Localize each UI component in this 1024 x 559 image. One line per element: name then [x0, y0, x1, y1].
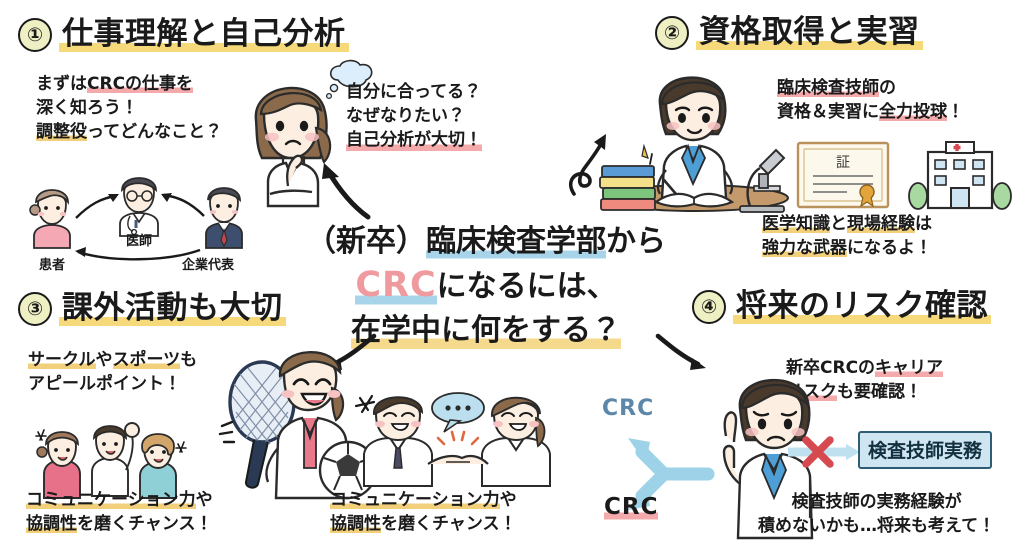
- thought-bubble-icon: [320, 58, 380, 104]
- s3-top-l1c: スポーツ: [112, 350, 181, 370]
- s2-top-l1a: 臨床検査技師: [777, 78, 879, 98]
- s3-cap2-l2b: を磨くチャンス！: [381, 514, 517, 535]
- s4-top-l2b: も要確認！: [837, 382, 922, 403]
- s2-top-l1b: の: [879, 78, 896, 98]
- sporty-student-illustration: [212, 348, 382, 500]
- section-2-heading: ② 資格取得と実習: [655, 16, 923, 51]
- stakeholder-diagram: [20, 168, 260, 261]
- branch-label-upper: CRC: [602, 396, 655, 421]
- s3-cap-l1: コミュニケーション力: [26, 490, 196, 510]
- s3-cap2-l1t: や: [499, 490, 517, 510]
- blocked-path-arrow: [786, 436, 860, 470]
- cheering-group-illustration: [35, 410, 187, 500]
- section-3-right-caption: コミュニケーション力や 協調性を磨くチャンス！: [330, 488, 517, 536]
- label-company-rep: 企業代表: [181, 258, 234, 273]
- section-4-bottom-copy: 検査技師の実務経験が 積めないかも…将来も考えて！: [758, 490, 995, 538]
- growth-arrow-icon: [564, 132, 612, 200]
- handshake-pair-illustration: [358, 392, 558, 488]
- section-2-number: ②: [655, 16, 689, 51]
- svg-text:証: 証: [836, 155, 850, 171]
- label-doctor: 医師: [125, 234, 152, 249]
- center-title: （新卒）臨床検査学部から CRCになるには、 在学中に何をする？: [306, 222, 666, 350]
- pointing-student-illustration: [690, 358, 850, 540]
- section-4-heading: ④ 将来のリスク確認: [692, 290, 991, 325]
- doctor-figure: [119, 177, 159, 237]
- thinking-student-illustration: [228, 66, 358, 208]
- section-1-number: ①: [18, 18, 52, 53]
- s1-copy-l1a: まずは: [36, 74, 87, 94]
- arrow-to-student-1: [306, 155, 376, 225]
- center-paren: （新卒）: [306, 224, 426, 259]
- s1-copy-l3b: ってどんなこと？: [87, 122, 223, 143]
- s2-top-l2b: 全力投球: [879, 102, 947, 123]
- s3-cap-l1t: や: [195, 490, 213, 510]
- section-1-heading: ① 仕事理解と自己分析: [18, 18, 349, 53]
- s1-copy-l2: 深く知ろう！: [36, 98, 138, 119]
- section-4-title: 将来のリスク確認: [733, 290, 991, 325]
- label-patient: 患者: [38, 258, 65, 273]
- hospital-icon: [908, 136, 1012, 212]
- s3-top-l2: アピールポイント！: [28, 374, 181, 395]
- microscope-icon: [739, 148, 786, 213]
- s2-top-l2a: 資格＆実習に: [777, 102, 879, 123]
- s2-bot-l1c: 現場経験: [847, 214, 915, 234]
- center-highlight: 臨床検査学部: [426, 224, 606, 259]
- s3-cap2-l1: コミュニケーション力: [330, 490, 500, 510]
- s1-copy-l3a: 調整役: [36, 122, 87, 143]
- s3-top-l1d: も: [180, 350, 198, 370]
- s1-thought-l3: 自己分析が大切！: [346, 128, 482, 153]
- section-1-title: 仕事理解と自己分析: [59, 18, 349, 53]
- s3-top-l1a: サークル: [28, 350, 96, 370]
- center-crc: CRC: [355, 265, 437, 305]
- section-3-number: ③: [18, 292, 52, 327]
- section-3-top-copy: サークルやスポーツも アピールポイント！: [28, 348, 197, 396]
- section-1-thought-copy: 自分に合ってる？ なぜなりたい？ 自己分析が大切！: [346, 80, 482, 153]
- speech-bubble-icon: [431, 392, 485, 433]
- s3-cap2-l2a: 協調性: [330, 514, 381, 535]
- s2-bot-l1b: と: [830, 214, 847, 234]
- s2-bot-l2a: 強力な武器: [762, 238, 847, 259]
- center-crc-tail: になるには、: [436, 269, 617, 304]
- section-2-title: 資格取得と実習: [696, 16, 923, 51]
- tennis-racket-icon: [228, 360, 296, 489]
- s2-bot-l1d: は: [915, 214, 932, 234]
- book-stack-icon: [599, 165, 656, 211]
- certificate-icon: 証: [795, 140, 891, 210]
- section-3-heading: ③ 課外活動も大切: [18, 292, 286, 327]
- patient-figure: [29, 189, 71, 249]
- s2-bot-l1a: 医学知識: [762, 214, 830, 234]
- section-4-number: ④: [692, 290, 726, 325]
- center-line3: 在学中に何をする？: [351, 310, 621, 350]
- section-3-title: 課外活動も大切: [59, 292, 286, 327]
- s2-top-l2c: ！: [947, 102, 964, 123]
- studying-student-illustration: [599, 62, 790, 213]
- s2-bot-l2b: になるよ！: [847, 238, 932, 259]
- section-2-bottom-copy: 医学知識と現場経験は 強力な武器になるよ！: [762, 212, 932, 260]
- s1-copy-l1b: CRCの仕事を: [87, 74, 194, 94]
- s1-thought-l2: なぜなりたい？: [346, 106, 465, 127]
- s4-top-l1a: 新卒CRCの: [786, 358, 876, 378]
- company-rep-figure: [205, 187, 243, 249]
- s3-cap-l2b: を磨くチャンス！: [77, 514, 213, 535]
- s4-bot-l1: 検査技師の実務経験が: [791, 492, 962, 512]
- center-tail: から: [606, 224, 666, 259]
- s3-cap-l2a: 協調性: [26, 514, 77, 535]
- section-3-left-caption: コミュニケーション力や 協調性を磨くチャンス！: [26, 488, 213, 536]
- arrow-to-section-4: [652, 330, 714, 372]
- section-1-left-copy: まずはCRCの仕事を 深く知ろう！ 調整役ってどんなこと？: [36, 72, 222, 144]
- branch-label-lower: CRC: [604, 494, 659, 520]
- s1-thought-l1: 自分に合ってる？: [346, 82, 482, 102]
- section-2-top-copy: 臨床検査技師の 資格＆実習に全力投球！: [777, 76, 964, 124]
- s4-top-l1b: キャリア: [875, 358, 944, 378]
- sparkle-icon: [641, 143, 653, 165]
- s3-top-l1b: や: [95, 350, 113, 370]
- blocked-box-label: 検査技師実務: [858, 431, 993, 469]
- s4-bot-l2: 積めないかも…将来も考えて！: [758, 516, 996, 537]
